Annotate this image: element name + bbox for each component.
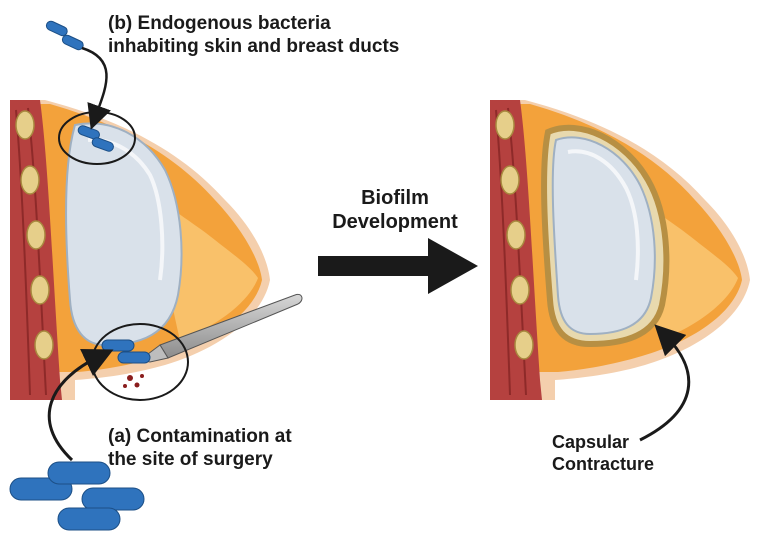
biofilm-development-label: Biofilm Development: [300, 186, 490, 235]
arrow-capsular-icon: [639, 324, 691, 442]
bacteria-icon: [9, 20, 151, 531]
capsular-label-line-1: Capsular: [552, 432, 630, 452]
capsular-label-line-2: Contracture: [552, 453, 655, 474]
right-breast-icon: [490, 100, 750, 400]
arrow-endogenous-icon: [81, 46, 111, 130]
endogenous-label-line-1: (b) Endogenous bacteria: [108, 13, 331, 34]
biofilm-label-line-1: Biofilm: [361, 187, 429, 209]
arrow-contamination-icon: [47, 348, 114, 462]
endogenous-label-line-2: inhabiting skin and breast ducts: [108, 36, 400, 58]
arrow-right-icon: [318, 238, 478, 294]
contamination-label-line-2: the site of surgery: [108, 449, 273, 471]
endogenous-bacteria-label: (b) Endogenous bacteria inhabiting skin …: [108, 12, 399, 58]
biofilm-label-line-2: Development: [332, 211, 458, 234]
contamination-label: (a) Contamination at the site of surgery: [108, 425, 292, 471]
capsular-contracture-label: Capsular Contracture: [552, 432, 654, 476]
left-breast-icon: [10, 100, 270, 400]
contamination-label-line-1: (a) Contamination at: [108, 426, 292, 447]
